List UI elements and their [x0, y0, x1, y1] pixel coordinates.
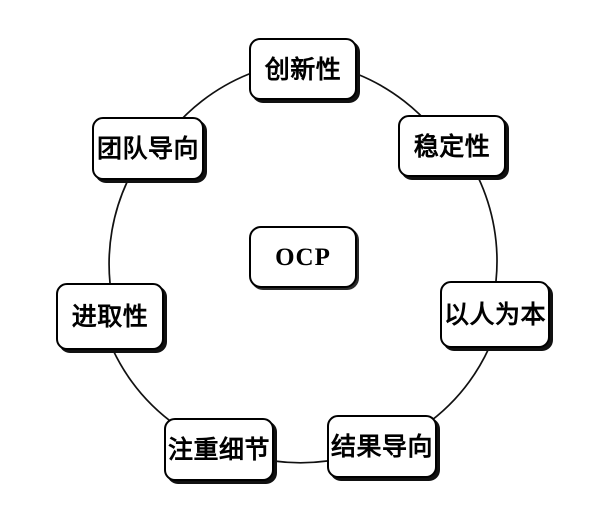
- node-label-result-oriented: 结果导向: [330, 432, 433, 461]
- node-result-oriented[interactable]: 结果导向: [327, 415, 437, 478]
- arc-detail-to-aggressive: [112, 349, 178, 427]
- node-people-oriented[interactable]: 以人为本: [440, 281, 550, 348]
- arc-result-to-detail: [273, 460, 328, 464]
- node-label-innovation: 创新性: [264, 54, 342, 84]
- center-node-ocp[interactable]: OCP: [249, 226, 357, 288]
- node-team-oriented[interactable]: 团队导向: [92, 117, 204, 180]
- node-label-team-oriented: 团队导向: [96, 134, 199, 163]
- node-label-aggressiveness: 进取性: [71, 302, 149, 331]
- arc-people-to-result: [423, 347, 490, 427]
- node-label-stability: 稳定性: [413, 131, 491, 161]
- node-innovation[interactable]: 创新性: [249, 38, 357, 100]
- arc-stability-to-people: [477, 176, 498, 282]
- arc-aggressive-to-team: [108, 179, 129, 284]
- node-label-attention-to-detail: 注重细节: [167, 435, 270, 464]
- node-attention-to-detail[interactable]: 注重细节: [164, 418, 274, 481]
- node-stability[interactable]: 稳定性: [398, 115, 506, 177]
- center-node-label: OCP: [275, 243, 331, 271]
- node-aggressiveness[interactable]: 进取性: [56, 283, 164, 350]
- node-label-people-oriented: 以人为本: [443, 300, 546, 329]
